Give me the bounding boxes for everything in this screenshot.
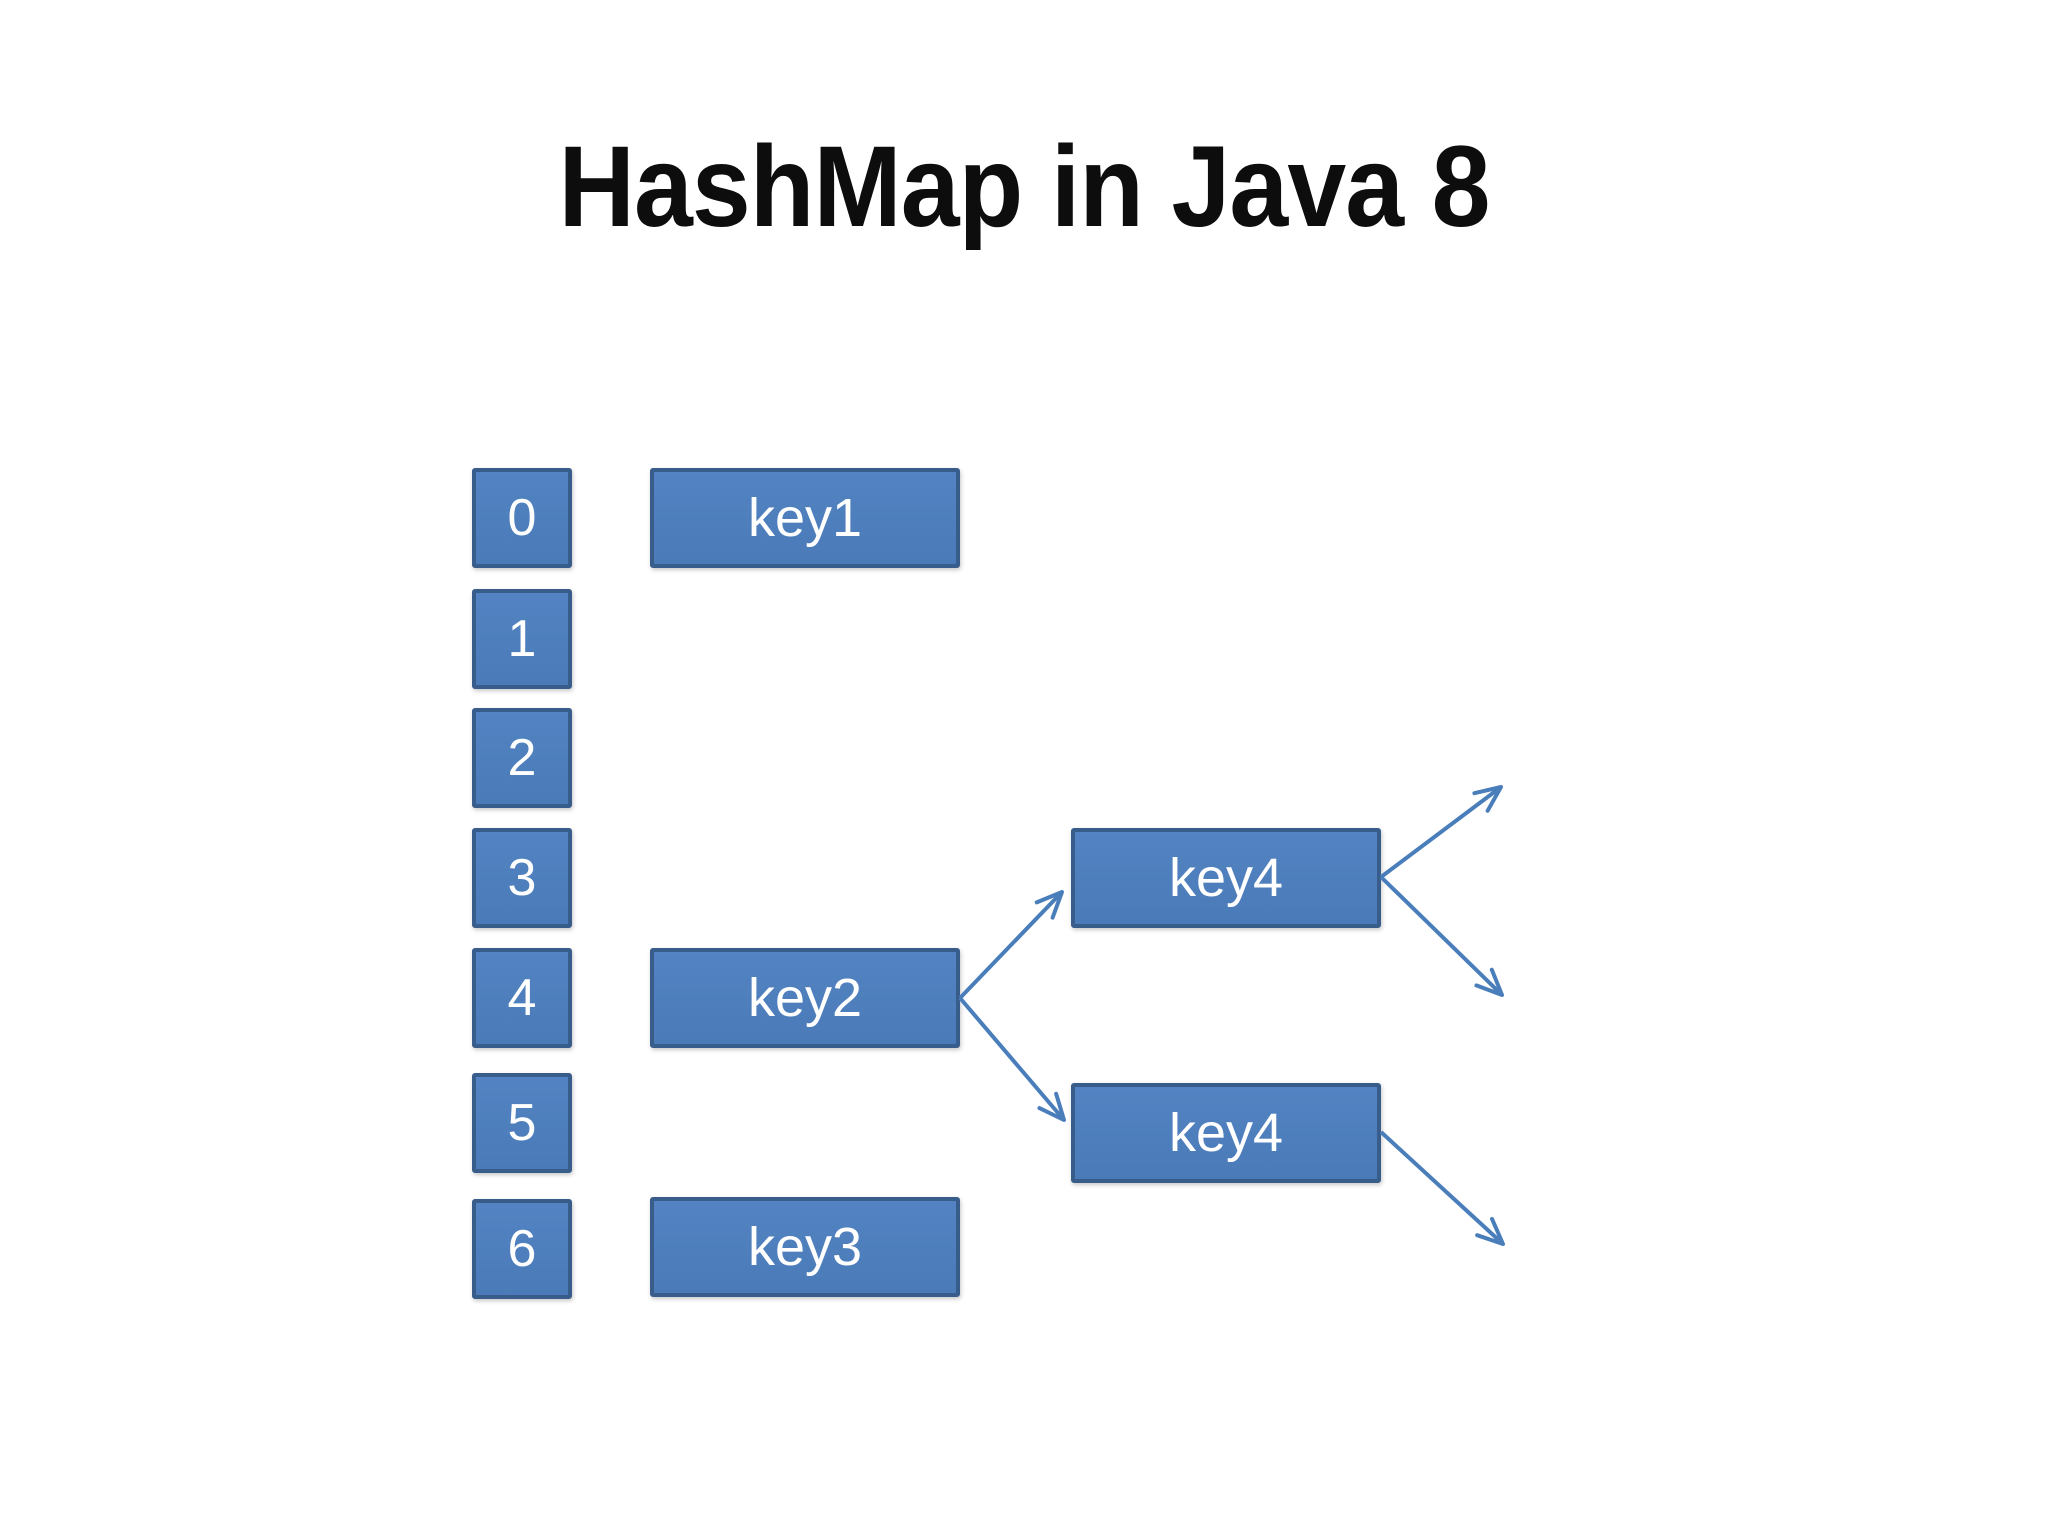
slide-title: HashMap in Java 8 xyxy=(0,118,2048,256)
node-key2-label: key2 xyxy=(747,968,863,1028)
arrow-key4-bottom-out xyxy=(1379,1130,1505,1246)
bucket-box-3: 3 xyxy=(472,828,572,928)
arrow-key4-top-out-up xyxy=(1379,785,1503,879)
node-key4-top: key4 xyxy=(1071,828,1381,928)
node-key3-label: key3 xyxy=(747,1217,863,1277)
arrow-key2-to-key4-top xyxy=(958,890,1064,1000)
bucket-label-1: 1 xyxy=(507,610,537,668)
arrow-key2-to-key4-bottom xyxy=(958,996,1066,1122)
bucket-box-0: 0 xyxy=(472,468,572,568)
bucket-box-5: 5 xyxy=(472,1073,572,1173)
bucket-box-1: 1 xyxy=(472,589,572,689)
node-key1-label: key1 xyxy=(747,488,863,548)
bucket-label-4: 4 xyxy=(507,969,537,1027)
bucket-label-5: 5 xyxy=(507,1094,537,1152)
node-key4-bottom-label: key4 xyxy=(1168,1103,1284,1163)
bucket-label-6: 6 xyxy=(507,1220,537,1278)
bucket-label-2: 2 xyxy=(507,729,537,787)
arrow-key4-top-out-down xyxy=(1379,875,1504,997)
node-key1: key1 xyxy=(650,468,960,568)
bucket-box-6: 6 xyxy=(472,1199,572,1299)
node-key3: key3 xyxy=(650,1197,960,1297)
node-key2: key2 xyxy=(650,948,960,1048)
bucket-box-2: 2 xyxy=(472,708,572,808)
node-key4-top-label: key4 xyxy=(1168,848,1284,908)
bucket-label-0: 0 xyxy=(507,489,537,547)
node-key4-bottom: key4 xyxy=(1071,1083,1381,1183)
bucket-box-4: 4 xyxy=(472,948,572,1048)
slide-title-text: HashMap in Java 8 xyxy=(558,123,1490,251)
bucket-label-3: 3 xyxy=(507,849,537,907)
